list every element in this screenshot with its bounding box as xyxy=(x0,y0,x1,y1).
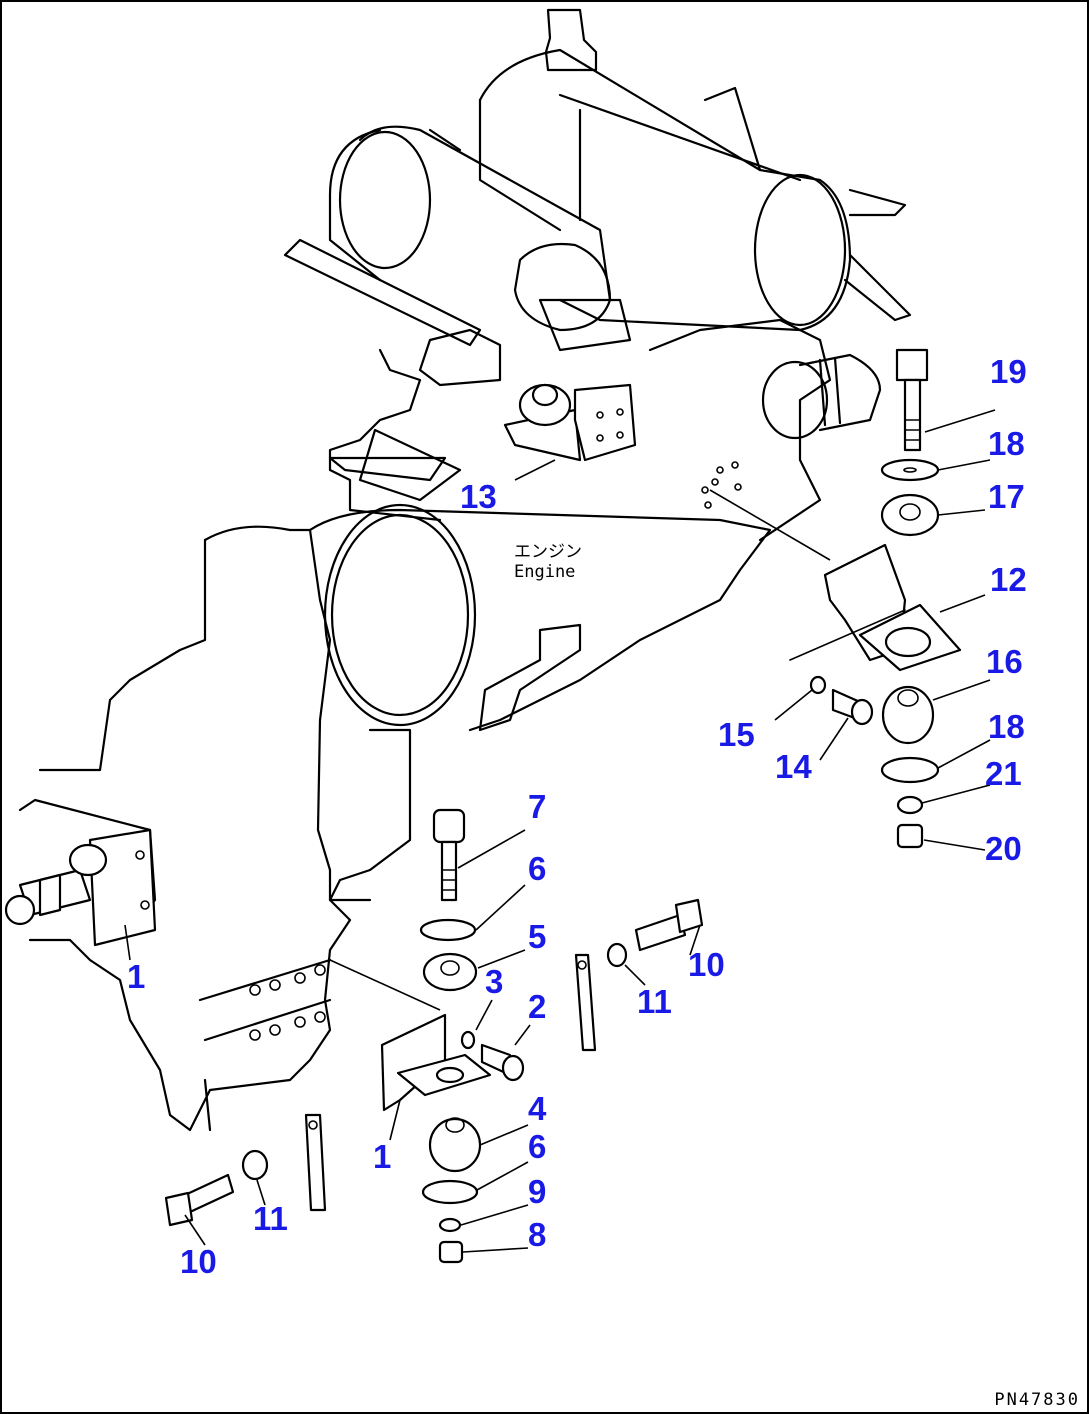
rear-mount-right-illustration xyxy=(709,348,962,849)
callout-2: 2 xyxy=(528,988,547,1025)
drawing-code: PN47830 xyxy=(994,1390,1080,1410)
callout-11-right: 11 xyxy=(637,983,672,1020)
engine-illustration xyxy=(18,8,912,1132)
strap-bolt-illustration xyxy=(164,898,704,1227)
callout-8: 8 xyxy=(528,1216,547,1253)
callout-16: 16 xyxy=(986,643,1023,680)
callout-15: 15 xyxy=(718,716,755,753)
callout-4: 4 xyxy=(528,1090,547,1127)
callout-10-left: 10 xyxy=(180,1243,217,1280)
callout-12: 12 xyxy=(990,561,1027,598)
callout-10-right: 10 xyxy=(688,946,725,983)
callout-17: 17 xyxy=(988,478,1025,515)
callout-19: 19 xyxy=(990,353,1027,390)
callout-6-upper: 6 xyxy=(528,850,547,887)
callout-14: 14 xyxy=(775,748,812,785)
callout-9: 9 xyxy=(528,1173,547,1210)
side-mount-left-illustration xyxy=(4,828,157,947)
engine-label-en: Engine xyxy=(514,562,576,583)
callout-5: 5 xyxy=(528,918,547,955)
callout-20: 20 xyxy=(985,830,1022,867)
callout-1-center: 1 xyxy=(373,1138,392,1175)
callout-1-left: 1 xyxy=(127,958,146,995)
front-mount-illustration xyxy=(503,383,637,462)
callout-18-upper: 18 xyxy=(988,425,1025,462)
engine-label: エンジン Engine xyxy=(514,542,582,583)
callout-3: 3 xyxy=(485,963,504,1000)
callout-6-lower: 6 xyxy=(528,1128,547,1165)
callout-11-left: 11 xyxy=(253,1200,288,1237)
callout-18-lower: 18 xyxy=(988,708,1025,745)
callout-7: 7 xyxy=(528,788,547,825)
leader-lines xyxy=(124,409,996,1253)
center-mount-illustration xyxy=(329,808,525,1264)
callout-13: 13 xyxy=(460,478,497,515)
engine-label-jp: エンジン xyxy=(514,542,582,562)
callout-21: 21 xyxy=(985,755,1022,792)
